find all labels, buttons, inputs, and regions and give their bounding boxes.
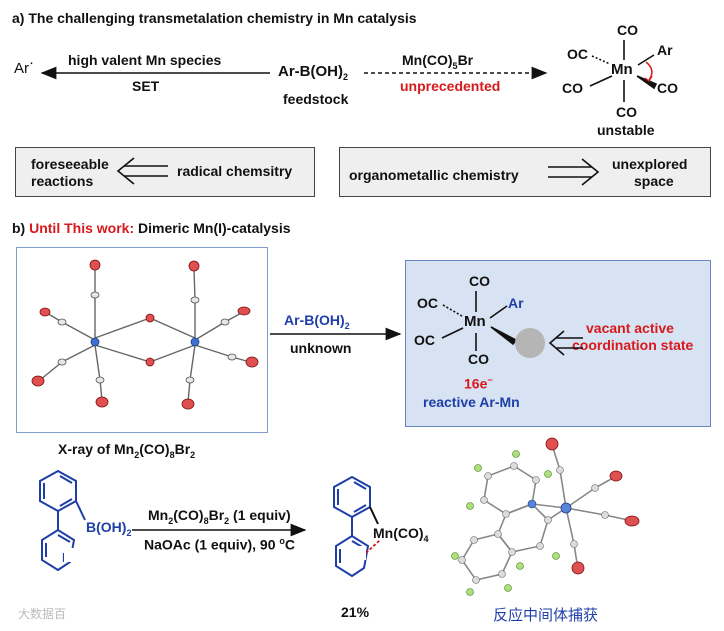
complex-a-aryl: Ar <box>657 42 673 58</box>
conditions-line2: NaOAc (1 equiv), 90 oC <box>144 536 296 553</box>
complex-b-bonds <box>441 291 518 351</box>
foreseeable-line2: reactions <box>31 173 94 189</box>
aryl-boronic-acid: Ar-B(OH)2 <box>278 63 349 82</box>
complex-a-co-bottom-right: CO <box>657 80 678 96</box>
xray-label: X-ray of Mn2(CO)8Br2 <box>58 441 196 460</box>
intermediate-crystal-structure <box>451 437 640 596</box>
n-mn-dative-bond <box>365 539 381 554</box>
xray-structure-panel <box>16 247 268 433</box>
unstable-label: unstable <box>597 122 655 138</box>
watermark: 大数据百 <box>18 607 67 621</box>
electron-count: 16e− <box>464 375 493 392</box>
vacant-line2: coordination state <box>572 337 694 353</box>
complex-b-co-bottom-left: OC <box>414 332 435 348</box>
complex-a-co-left: OC <box>567 46 588 62</box>
substrate-structure <box>39 469 86 572</box>
crystal-caption: 反应中间体捕获 <box>493 607 599 624</box>
left-arrow-top-label: high valent Mn species <box>68 52 222 68</box>
complex-a-bonds <box>589 40 658 102</box>
reactive-species-panel <box>405 260 711 427</box>
complex-a-metal: Mn <box>611 61 633 78</box>
organometallic-box <box>339 147 711 197</box>
organometallic-label: organometallic chemistry <box>349 167 519 183</box>
implies-arrow-left <box>116 157 168 185</box>
product-mn-label: Mn(CO)4 <box>373 525 429 544</box>
c-mn-bond <box>369 506 379 525</box>
aryl-radical: Ar· <box>14 54 34 77</box>
complex-b-co-bottom: CO <box>468 351 489 367</box>
right-arrow-top-label: Mn(CO)5Br <box>402 52 474 71</box>
vacant-site-sphere <box>515 328 545 358</box>
feedstock-label: feedstock <box>283 91 349 107</box>
vacant-line1: vacant active <box>586 320 674 336</box>
radical-chemistry-label: radical chemsitry <box>177 163 293 179</box>
complex-b-co-top: CO <box>469 273 490 289</box>
boronic-acid-label: B(OH)2 <box>86 519 132 538</box>
unexplored-line1: unexplored <box>612 156 688 172</box>
section-a-title: a) The challenging transmetalation chemi… <box>12 10 417 26</box>
complex-b-aryl: Ar <box>508 295 524 311</box>
yield-label: 21% <box>341 604 370 620</box>
implies-arrow-right <box>548 158 600 186</box>
radical-chemistry-box <box>15 147 315 197</box>
unprecedented-label: unprecedented <box>400 78 501 94</box>
reactive-ar-mn-label: reactive Ar-Mn <box>423 394 520 410</box>
complex-a-co-bottom-left: CO <box>562 80 583 96</box>
xray-dimer-drawing <box>31 259 259 410</box>
arrow-b-top-label: Ar-B(OH)2 <box>284 312 350 331</box>
section-b-title: b) Until This work: Dimeric Mn(I)-cataly… <box>12 220 291 236</box>
unexplored-line2: space <box>634 173 674 189</box>
left-arrow-bottom-label: SET <box>132 78 160 94</box>
complex-b-co-left: OC <box>417 295 438 311</box>
product-structure <box>333 475 371 578</box>
conditions-line1: Mn2(CO)8Br2 (1 equiv) <box>148 507 291 526</box>
vacant-site-arrow <box>548 330 583 356</box>
arrow-b-bottom-label: unknown <box>290 340 352 356</box>
complex-b-metal: Mn <box>464 313 486 330</box>
complex-a-co-top: CO <box>617 22 638 38</box>
complex-a-co-bottom: CO <box>616 104 637 120</box>
foreseeable-line1: foreseeable <box>31 156 109 172</box>
